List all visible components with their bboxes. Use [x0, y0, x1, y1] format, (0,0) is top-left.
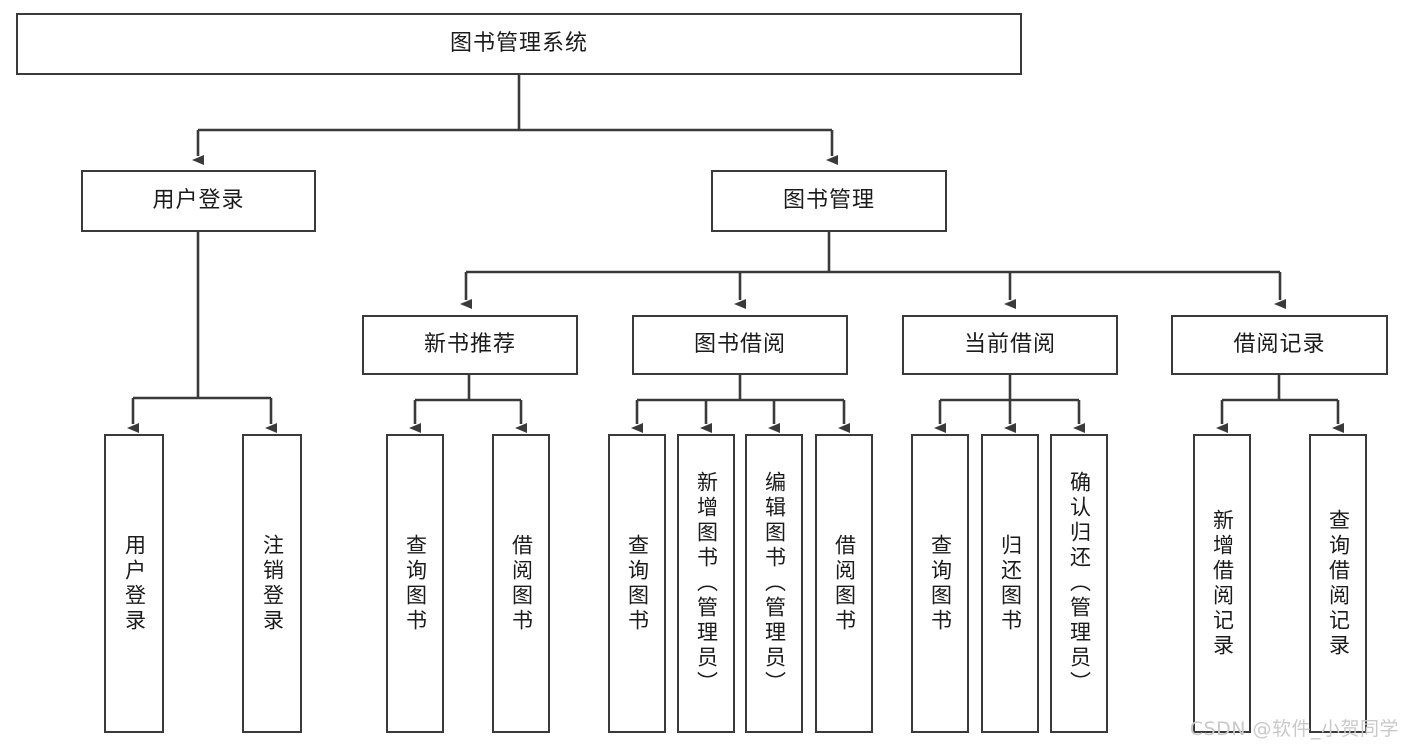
- node-leaf-user-login[interactable]: 用户登录: [104, 434, 164, 733]
- node-leaf-query-borrow-record[interactable]: 查询借阅记录: [1309, 434, 1367, 733]
- node-leaf-return-book[interactable]: 归还图书: [981, 434, 1039, 733]
- node-leaf-borrow-book-recommend-label: 借阅图书: [509, 533, 534, 634]
- node-borrow-record-label: 借阅记录: [1233, 332, 1326, 358]
- node-root[interactable]: 图书管理系统: [16, 13, 1022, 75]
- node-new-book-recommend[interactable]: 新书推荐: [362, 315, 578, 375]
- node-leaf-logout-label: 注销登录: [260, 533, 285, 634]
- node-book-management-label: 图书管理: [782, 188, 875, 214]
- node-borrow-record[interactable]: 借阅记录: [1171, 315, 1388, 375]
- node-leaf-return-book-label: 归还图书: [998, 533, 1023, 634]
- node-leaf-add-book[interactable]: 新增图书（管理员）: [677, 434, 735, 733]
- node-leaf-query-book-borrow-label: 查询图书: [625, 533, 650, 634]
- node-leaf-confirm-return-label: 确认归还（管理员）: [1067, 471, 1092, 696]
- node-leaf-query-book-current-label: 查询图书: [928, 533, 953, 634]
- node-leaf-logout[interactable]: 注销登录: [242, 434, 302, 733]
- node-leaf-edit-book[interactable]: 编辑图书（管理员）: [745, 434, 803, 733]
- node-leaf-add-book-label: 新增图书（管理员）: [694, 471, 719, 696]
- csdn-watermark: CSDN @软件_小贺同学: [1189, 718, 1399, 740]
- node-leaf-borrow-book[interactable]: 借阅图书: [815, 434, 873, 733]
- node-leaf-add-borrow-record[interactable]: 新增借阅记录: [1193, 434, 1251, 733]
- node-leaf-add-borrow-record-label: 新增借阅记录: [1210, 508, 1235, 659]
- node-leaf-confirm-return[interactable]: 确认归还（管理员）: [1050, 434, 1108, 733]
- node-leaf-query-book-recommend-label: 查询图书: [403, 533, 428, 634]
- node-leaf-borrow-book-label: 借阅图书: [832, 533, 857, 634]
- node-leaf-query-book-borrow[interactable]: 查询图书: [608, 434, 666, 733]
- node-current-borrow-label: 当前借阅: [963, 332, 1056, 358]
- node-user-login-label: 用户登录: [152, 188, 245, 214]
- node-book-management[interactable]: 图书管理: [711, 170, 947, 232]
- node-leaf-query-borrow-record-label: 查询借阅记录: [1326, 508, 1351, 659]
- node-root-label: 图书管理系统: [449, 31, 588, 57]
- node-leaf-query-book-current[interactable]: 查询图书: [911, 434, 969, 733]
- node-leaf-user-login-label: 用户登录: [122, 533, 147, 634]
- node-leaf-query-book-recommend[interactable]: 查询图书: [386, 434, 444, 733]
- node-leaf-edit-book-label: 编辑图书（管理员）: [762, 471, 787, 696]
- node-user-login[interactable]: 用户登录: [81, 170, 316, 232]
- node-current-borrow[interactable]: 当前借阅: [902, 315, 1118, 375]
- node-leaf-borrow-book-recommend[interactable]: 借阅图书: [492, 434, 550, 733]
- node-new-book-recommend-label: 新书推荐: [423, 332, 516, 358]
- node-book-borrow[interactable]: 图书借阅: [632, 315, 848, 375]
- node-book-borrow-label: 图书借阅: [693, 332, 786, 358]
